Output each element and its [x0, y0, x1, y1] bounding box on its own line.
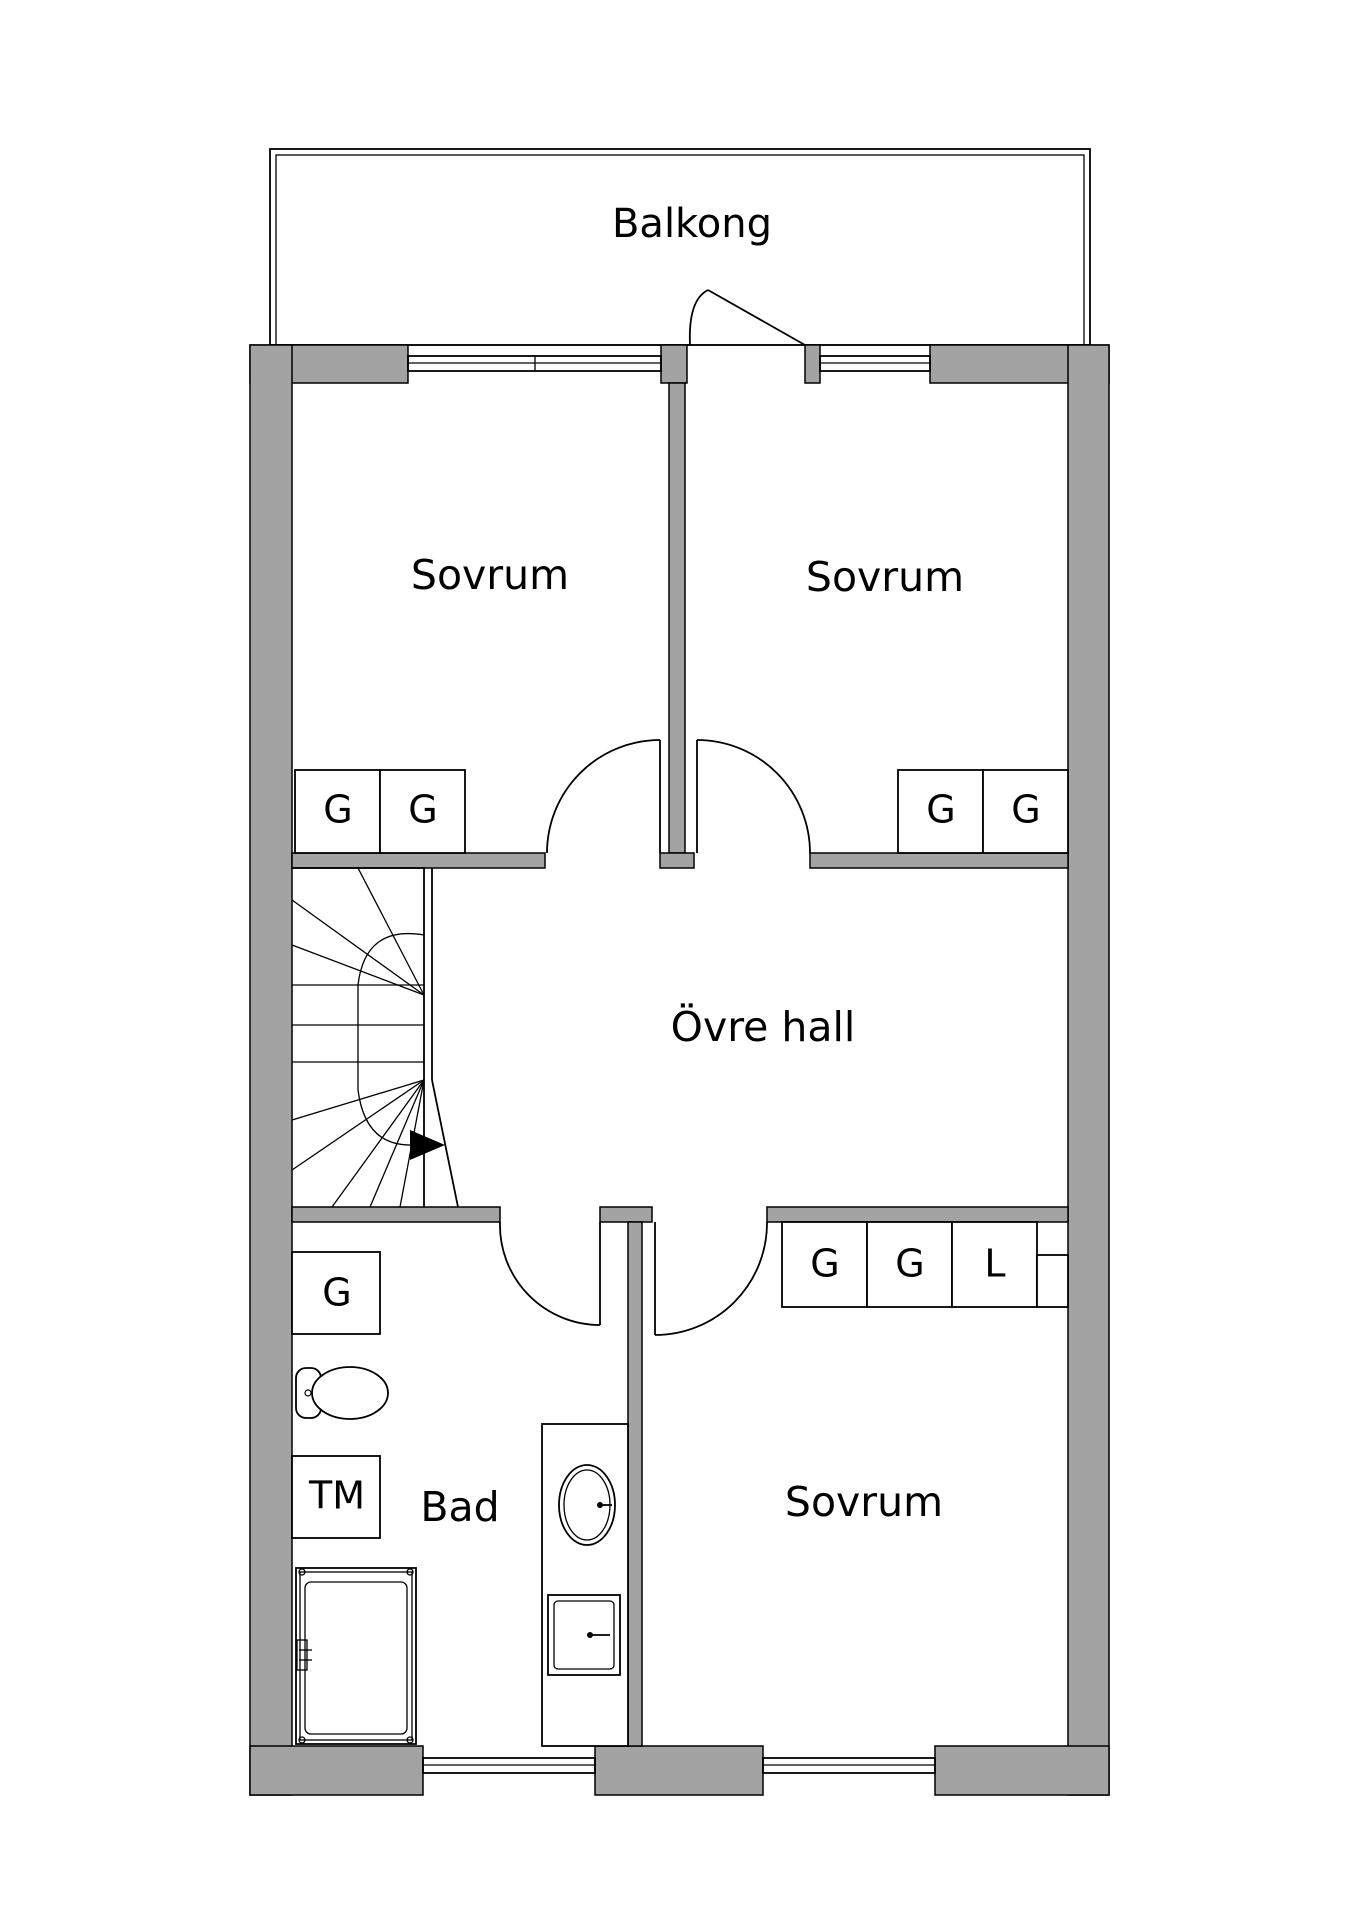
closet-bottom-1 [781, 1221, 868, 1308]
door-balcony [688, 289, 806, 346]
laundry-label: TM [308, 1474, 365, 1518]
door-bedroom-bottom [654, 1221, 768, 1336]
wall-top-mid2 [804, 344, 821, 384]
closet-label: G [895, 1242, 924, 1286]
wall-bedroom-right-bottom [809, 852, 1069, 869]
closet-label: G [810, 1242, 839, 1286]
closet-label: G [408, 788, 437, 832]
wall-bottom-mid [594, 1745, 764, 1796]
wall-bath-bedroom-divider [627, 1221, 643, 1747]
closet-bath [291, 1251, 381, 1335]
closet-label: L [984, 1242, 1005, 1286]
door-bedroom-left [546, 739, 661, 854]
window-icon [407, 355, 936, 1774]
room-label-bedroom-bottom: Sovrum [785, 1478, 943, 1526]
door-bathroom [499, 1221, 601, 1326]
stairs-direction-arrow [410, 1130, 445, 1160]
wall-left [249, 344, 293, 1796]
window-bottom-right [762, 1757, 936, 1774]
stairs-icon [291, 867, 459, 1208]
closet-top-right-1 [897, 769, 984, 854]
window-top-left [407, 355, 662, 372]
closet-label: G [1011, 788, 1040, 832]
wall-right [1067, 344, 1110, 1796]
wall-hall-bottom-mid [599, 1206, 653, 1223]
wall-hall-bottom-left [291, 1206, 501, 1223]
vanity [541, 1423, 629, 1747]
closet-label: G [926, 788, 955, 832]
room-label-bedroom-top-right: Sovrum [806, 553, 964, 601]
sink-icon-2 [547, 1594, 621, 1676]
closet-label: G [323, 788, 352, 832]
balcony [269, 148, 1091, 346]
room-label-balcony: Balkong [612, 201, 772, 247]
door-swing-icon [499, 289, 811, 1336]
closet-bottom-l [951, 1221, 1038, 1308]
closet-top-left-2 [379, 769, 466, 854]
room-label-bedroom-top-left: Sovrum [411, 551, 569, 599]
wall-bedroom-left-bottom [291, 852, 546, 869]
toilet-icon [295, 1366, 389, 1420]
laundry-tm [291, 1455, 381, 1539]
shower-icon [295, 1567, 417, 1745]
room-label-upper-hall: Övre hall [671, 1003, 856, 1051]
wall-hall-bottom-right [766, 1206, 1069, 1223]
closet-label: G [322, 1271, 351, 1315]
wall-bottom-left [249, 1745, 424, 1796]
closet-top-left-1 [294, 769, 381, 854]
wall-bottom-right [934, 1745, 1110, 1796]
wall-bedroom-center-bottom [659, 852, 695, 869]
window-bottom-left [422, 1757, 596, 1774]
door-bedroom-right [696, 739, 811, 854]
wall-top-mid [660, 344, 688, 384]
window-top-right [819, 355, 931, 372]
walls [249, 344, 1110, 1796]
closets [291, 769, 1069, 1539]
room-label-bathroom: Bad [420, 1483, 499, 1531]
wall-bedrooms-divider [668, 382, 686, 854]
closet-bottom-extra [1036, 1254, 1069, 1308]
closet-top-right-2 [982, 769, 1069, 854]
sink-icon [558, 1464, 616, 1546]
